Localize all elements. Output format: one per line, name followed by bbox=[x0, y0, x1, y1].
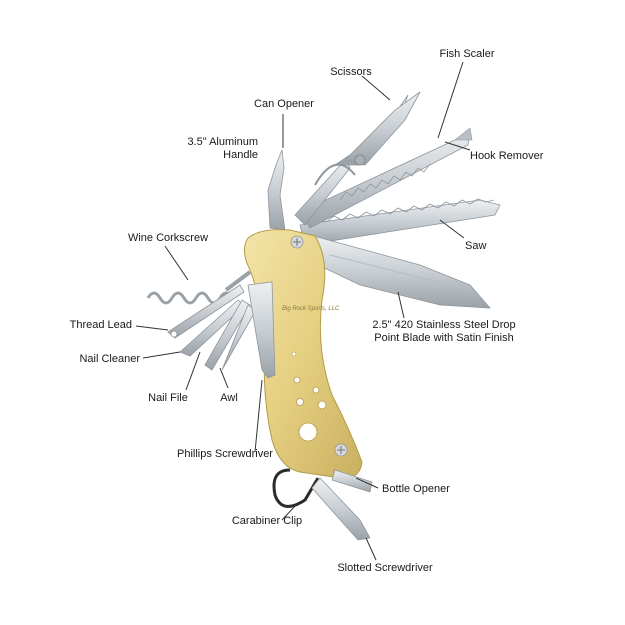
label-awl: Awl bbox=[220, 392, 238, 404]
label-nail-file: Nail File bbox=[148, 392, 188, 404]
saw-leader bbox=[439, 219, 465, 239]
nail-cleaner-leader bbox=[142, 351, 181, 359]
label-bottle-opener: Bottle Opener bbox=[382, 483, 450, 495]
drop-point-blade bbox=[309, 234, 491, 309]
label-handle: 3.5" Aluminum Handle bbox=[176, 136, 258, 162]
hook-remover-leader bbox=[444, 141, 471, 151]
watermark: Big Rock Sports, LLC bbox=[282, 306, 340, 312]
label-can-opener: Can Opener bbox=[254, 98, 314, 110]
nail-file-tool bbox=[204, 299, 251, 371]
label-carabiner-clip: Carabiner Clip bbox=[231, 515, 303, 527]
awl-leader bbox=[219, 367, 229, 389]
thread-lead-tool bbox=[167, 284, 245, 339]
blade-leader bbox=[397, 291, 405, 319]
phillips-screwdriver-tool bbox=[247, 281, 276, 379]
label-saw: Saw bbox=[465, 240, 487, 252]
nail-file-leader bbox=[185, 351, 201, 391]
label-wine-corkscrew: Wine Corkscrew bbox=[127, 232, 209, 244]
bottle-opener-leader bbox=[355, 477, 379, 489]
bottle-opener-tool bbox=[331, 469, 373, 493]
slotted-screwdriver-leader bbox=[365, 537, 377, 561]
carabiner-clip-leader bbox=[281, 504, 297, 521]
label-blade: 2.5" 420 Stainless Steel Drop Point Blad… bbox=[356, 319, 532, 345]
label-handle-line1: 3.5" Aluminum bbox=[187, 136, 258, 148]
label-phillips-screwdriver: Phillips Screwdriver bbox=[177, 448, 273, 460]
scissors-leader bbox=[361, 75, 391, 101]
carabiner-clip bbox=[272, 468, 320, 508]
leader-lines bbox=[135, 61, 471, 561]
fish-scaler-leader bbox=[437, 61, 464, 139]
label-hook-remover: Hook Remover bbox=[470, 150, 544, 162]
aluminum-handle bbox=[244, 229, 363, 479]
label-blade-line1: 2.5" 420 Stainless Steel Drop bbox=[372, 319, 516, 331]
phillips-screwdriver-leader bbox=[254, 379, 263, 453]
wine-corkscrew-leader bbox=[164, 245, 189, 281]
label-blade-line2: Point Blade with Satin Finish bbox=[374, 332, 514, 344]
thread-lead-leader bbox=[135, 325, 169, 331]
label-thread-lead: Thread Lead bbox=[69, 319, 132, 331]
label-scissors: Scissors bbox=[330, 66, 372, 78]
label-handle-line2: Handle bbox=[223, 149, 258, 161]
scissors-tool bbox=[294, 91, 421, 226]
slotted-screwdriver-tool bbox=[311, 477, 371, 541]
label-nail-cleaner: Nail Cleaner bbox=[79, 353, 140, 365]
label-fish-scaler: Fish Scaler bbox=[439, 48, 495, 60]
label-slotted-screwdriver: Slotted Screwdriver bbox=[337, 562, 433, 574]
can-opener-tool bbox=[267, 149, 286, 231]
fish-scaler-blade bbox=[299, 127, 473, 229]
